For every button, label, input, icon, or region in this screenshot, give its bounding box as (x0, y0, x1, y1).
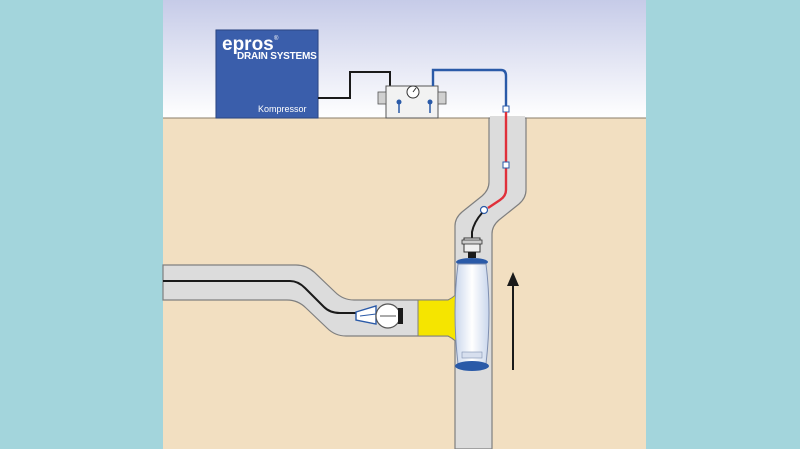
pipe-opening (490, 116, 525, 120)
compressor-label: Kompressor (258, 104, 307, 114)
manometer-icon (406, 85, 420, 99)
compressor-subbrand: DRAIN SYSTEMS (237, 51, 317, 62)
brand-registered-mark: ® (274, 35, 279, 42)
left-side-panel (0, 0, 163, 449)
cutter-head-icon (355, 303, 403, 329)
lateral-hose (163, 280, 378, 314)
compressor-brand: epros (222, 34, 274, 55)
right-side-panel (646, 0, 800, 449)
red-line-coupling (479, 205, 489, 215)
air-line-connector (502, 105, 510, 113)
compressor-cable (318, 71, 391, 99)
air-line-blue (431, 68, 508, 108)
valve-icon (396, 99, 402, 113)
red-line-connector (502, 161, 510, 169)
valve-icon (427, 99, 433, 113)
control-unit (377, 85, 447, 119)
feed-hose (471, 212, 483, 240)
air-line-red (487, 112, 508, 209)
upward-arrow-icon (507, 272, 519, 370)
compressor-box: epros ® DRAIN SYSTEMS Kompressor (215, 29, 319, 119)
launcher-unit-icon (454, 237, 490, 371)
